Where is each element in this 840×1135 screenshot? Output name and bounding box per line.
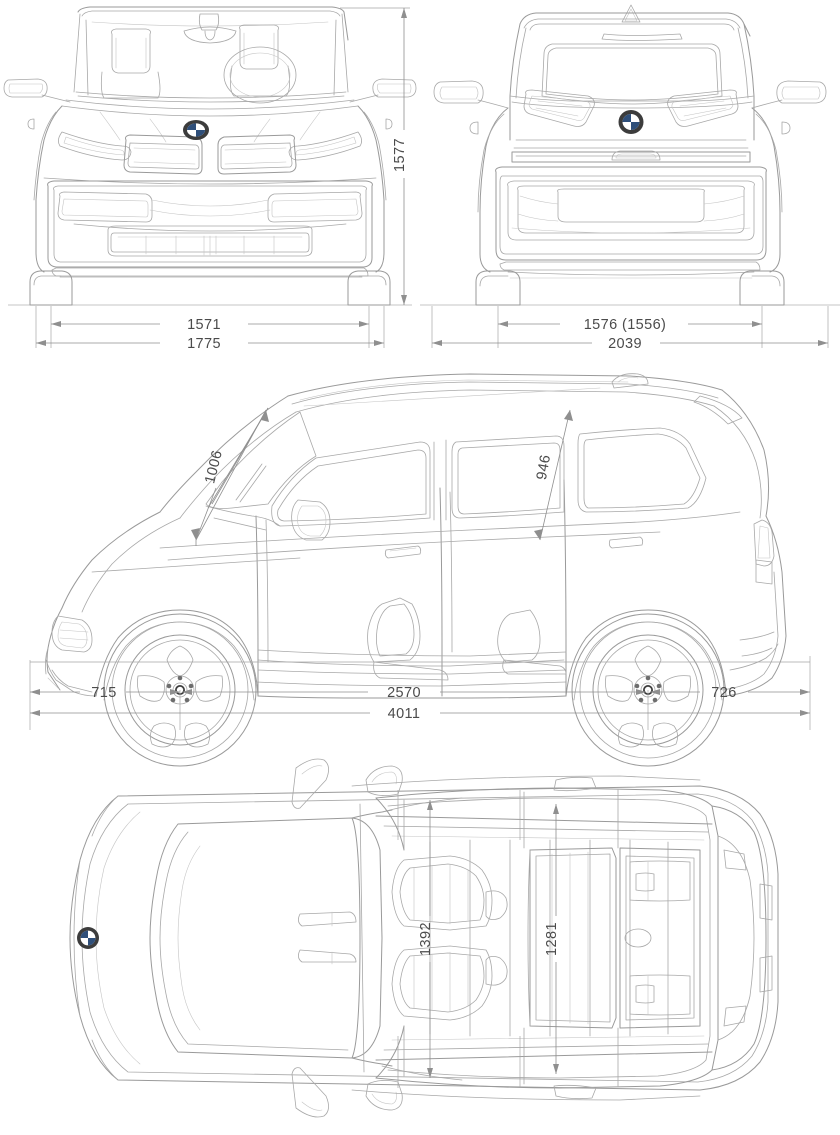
dimension-headroom-rear: 946 (534, 409, 573, 541)
dimension-width-front: 1775 (35, 306, 385, 352)
dimension-label-front-overhang: 715 (91, 685, 116, 701)
dimension-track-rear: 1576 (1556) (497, 306, 763, 348)
dimension-label-shoulder-rear: 1281 (544, 922, 560, 956)
bmw-roundel-front (183, 120, 209, 140)
dimension-label-track-rear: 1576 (1556) (584, 317, 667, 333)
dimension-shoulder-rear: 1281 (519, 790, 560, 1088)
bmw-roundel-top (77, 927, 99, 949)
dimension-chain-side: 715 2570 726 4011 (29, 656, 811, 730)
dimension-label-wheelbase: 2570 (387, 685, 421, 701)
dimension-label-height-overall: 1577 (392, 138, 408, 172)
dimension-label-width-rear: 2039 (608, 336, 642, 352)
dimension-label-headroom-front: 1006 (202, 449, 226, 486)
dimension-width-rear: 2039 (431, 306, 829, 352)
side-view: 1006 946 715 (0, 360, 840, 767)
side-view-svg: 1006 946 715 (29, 373, 811, 767)
dimension-headroom-front: 1006 (191, 407, 269, 546)
front-body-outline (3, 6, 417, 306)
side-body-outline (44, 373, 787, 767)
dimension-shoulder-front: 1392 (397, 790, 434, 1088)
dimension-track-front: 1571 (50, 306, 370, 348)
front-view: 1571 1775 1577 (0, 0, 420, 360)
dimension-height-overall: 1577 (340, 7, 410, 305)
dimension-label-length-overall: 4011 (388, 706, 421, 722)
front-view-svg: 1571 1775 1577 (3, 6, 417, 352)
dimension-label-rear-overhang: 726 (711, 685, 736, 701)
top-view: 1392 1281 (0, 740, 840, 1135)
rear-view-svg: 1576 (1556) 2039 (420, 4, 840, 352)
top-body-outline (69, 758, 779, 1118)
top-view-svg: 1392 1281 (69, 758, 779, 1118)
bmw-roundel-rear (618, 110, 644, 134)
dimension-label-width-front: 1775 (187, 336, 221, 352)
rear-body-outline (433, 4, 827, 306)
rear-view: 1576 (1556) 2039 (420, 0, 840, 360)
dimension-label-shoulder-front: 1392 (418, 922, 434, 956)
dimension-label-track-front: 1571 (187, 317, 221, 333)
dimension-label-headroom-rear: 946 (534, 453, 554, 481)
